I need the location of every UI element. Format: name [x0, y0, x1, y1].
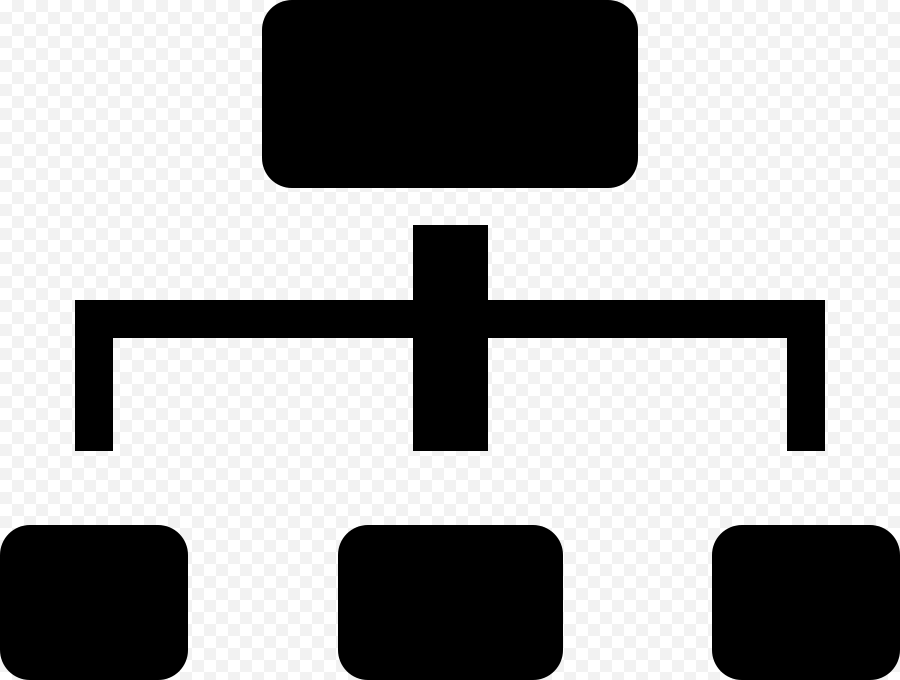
right-drop-connector: [787, 300, 825, 451]
parent-node: [262, 0, 638, 188]
left-drop-connector: [75, 300, 113, 451]
child-node-left: [0, 525, 188, 680]
child-node-center: [338, 525, 563, 680]
horizontal-connector: [75, 300, 825, 338]
child-node-right: [712, 525, 900, 680]
